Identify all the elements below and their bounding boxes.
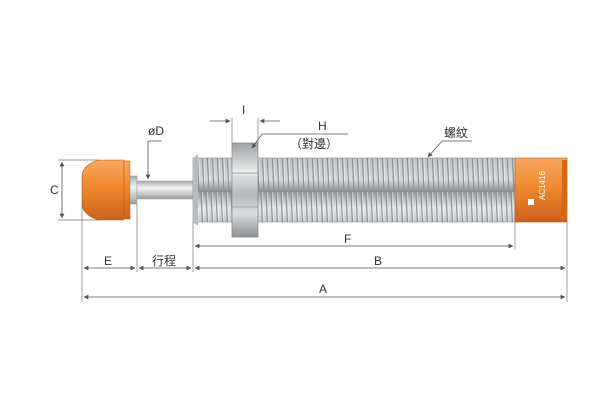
label-h-note: （對邊）	[290, 137, 338, 151]
dim-f: F	[192, 222, 516, 272]
dim-c: C	[50, 159, 100, 221]
label-stroke: 行程	[152, 253, 176, 268]
label-e: E	[104, 254, 112, 268]
label-b: B	[374, 254, 382, 268]
dim-e: E	[81, 204, 138, 302]
hex-nut	[231, 142, 259, 238]
cap-collar	[129, 175, 138, 205]
label-i: I	[242, 103, 245, 117]
piston-rod	[136, 180, 194, 200]
dim-a: A	[83, 282, 566, 300]
label-c: C	[50, 183, 59, 197]
dim-stroke: 行程	[138, 253, 192, 271]
dim-thread: 螺紋	[427, 126, 472, 158]
label-f: F	[344, 232, 351, 246]
dim-d: øD	[145, 124, 164, 180]
label-h: H	[318, 119, 327, 133]
orange-end-band: AC1416	[514, 157, 568, 223]
dim-h: H （對邊）	[251, 119, 348, 151]
label-dia-d: øD	[148, 124, 164, 138]
dim-i: I	[210, 103, 280, 143]
logo-mark	[528, 199, 534, 205]
orange-cap	[81, 159, 131, 221]
body-brand-mark: AC1416	[538, 171, 547, 200]
label-a: A	[319, 282, 327, 296]
dim-b: B	[194, 222, 568, 302]
label-thread: 螺紋	[444, 126, 468, 140]
